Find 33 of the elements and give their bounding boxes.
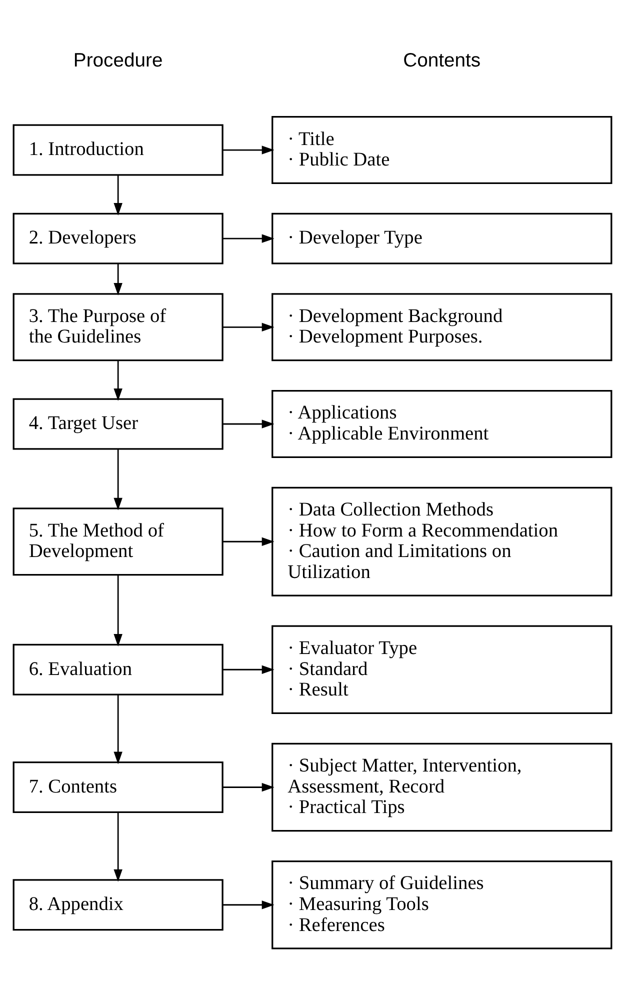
node-box: 4. Target User [12, 398, 224, 450]
node-box: 1. Introduction [12, 124, 224, 176]
node-box: 2. Developers [12, 212, 224, 264]
arrow [223, 664, 274, 674]
node-box: · Summary of Guidelines · Measuring Tools · References [272, 860, 612, 949]
arrow [114, 694, 122, 764]
arrow [114, 574, 122, 646]
arrow [114, 263, 122, 295]
node-box: · Applications · Applicable Environment [272, 389, 612, 458]
arrow [223, 536, 274, 546]
arrow [223, 145, 274, 154]
arrow [223, 900, 274, 909]
node-box: · Data Collection Methods · How to Form a Recommendation · Caution and Limitations on Utilization [272, 486, 612, 596]
node-box: 8. Appendix [12, 878, 224, 930]
arrow [223, 322, 274, 331]
arrow [223, 782, 274, 792]
node-box: 7. Contents [12, 761, 224, 812]
label: Procedure [73, 49, 163, 72]
arrow [223, 419, 274, 428]
node-box: 3. The Purpose of the Guidelines [12, 292, 224, 361]
node-box: · Title · Public Date [272, 115, 612, 184]
node-box: · Developer Type [272, 212, 612, 264]
node-box: · Evaluator Type · Standard · Result [272, 624, 612, 714]
label: Contents [403, 49, 481, 72]
node-box: · Subject Matter, Intervention, Assessment, Record · Practical Tips [272, 742, 612, 832]
arrow [114, 812, 122, 882]
arrow [114, 174, 122, 216]
arrow [114, 448, 122, 510]
node-box: 6. Evaluation [12, 643, 224, 695]
arrow [114, 360, 122, 400]
arrow [223, 234, 274, 242]
node-box: · Development Background · Development Purposes. [272, 292, 612, 361]
node-box: 5. The Method of Development [12, 507, 224, 576]
